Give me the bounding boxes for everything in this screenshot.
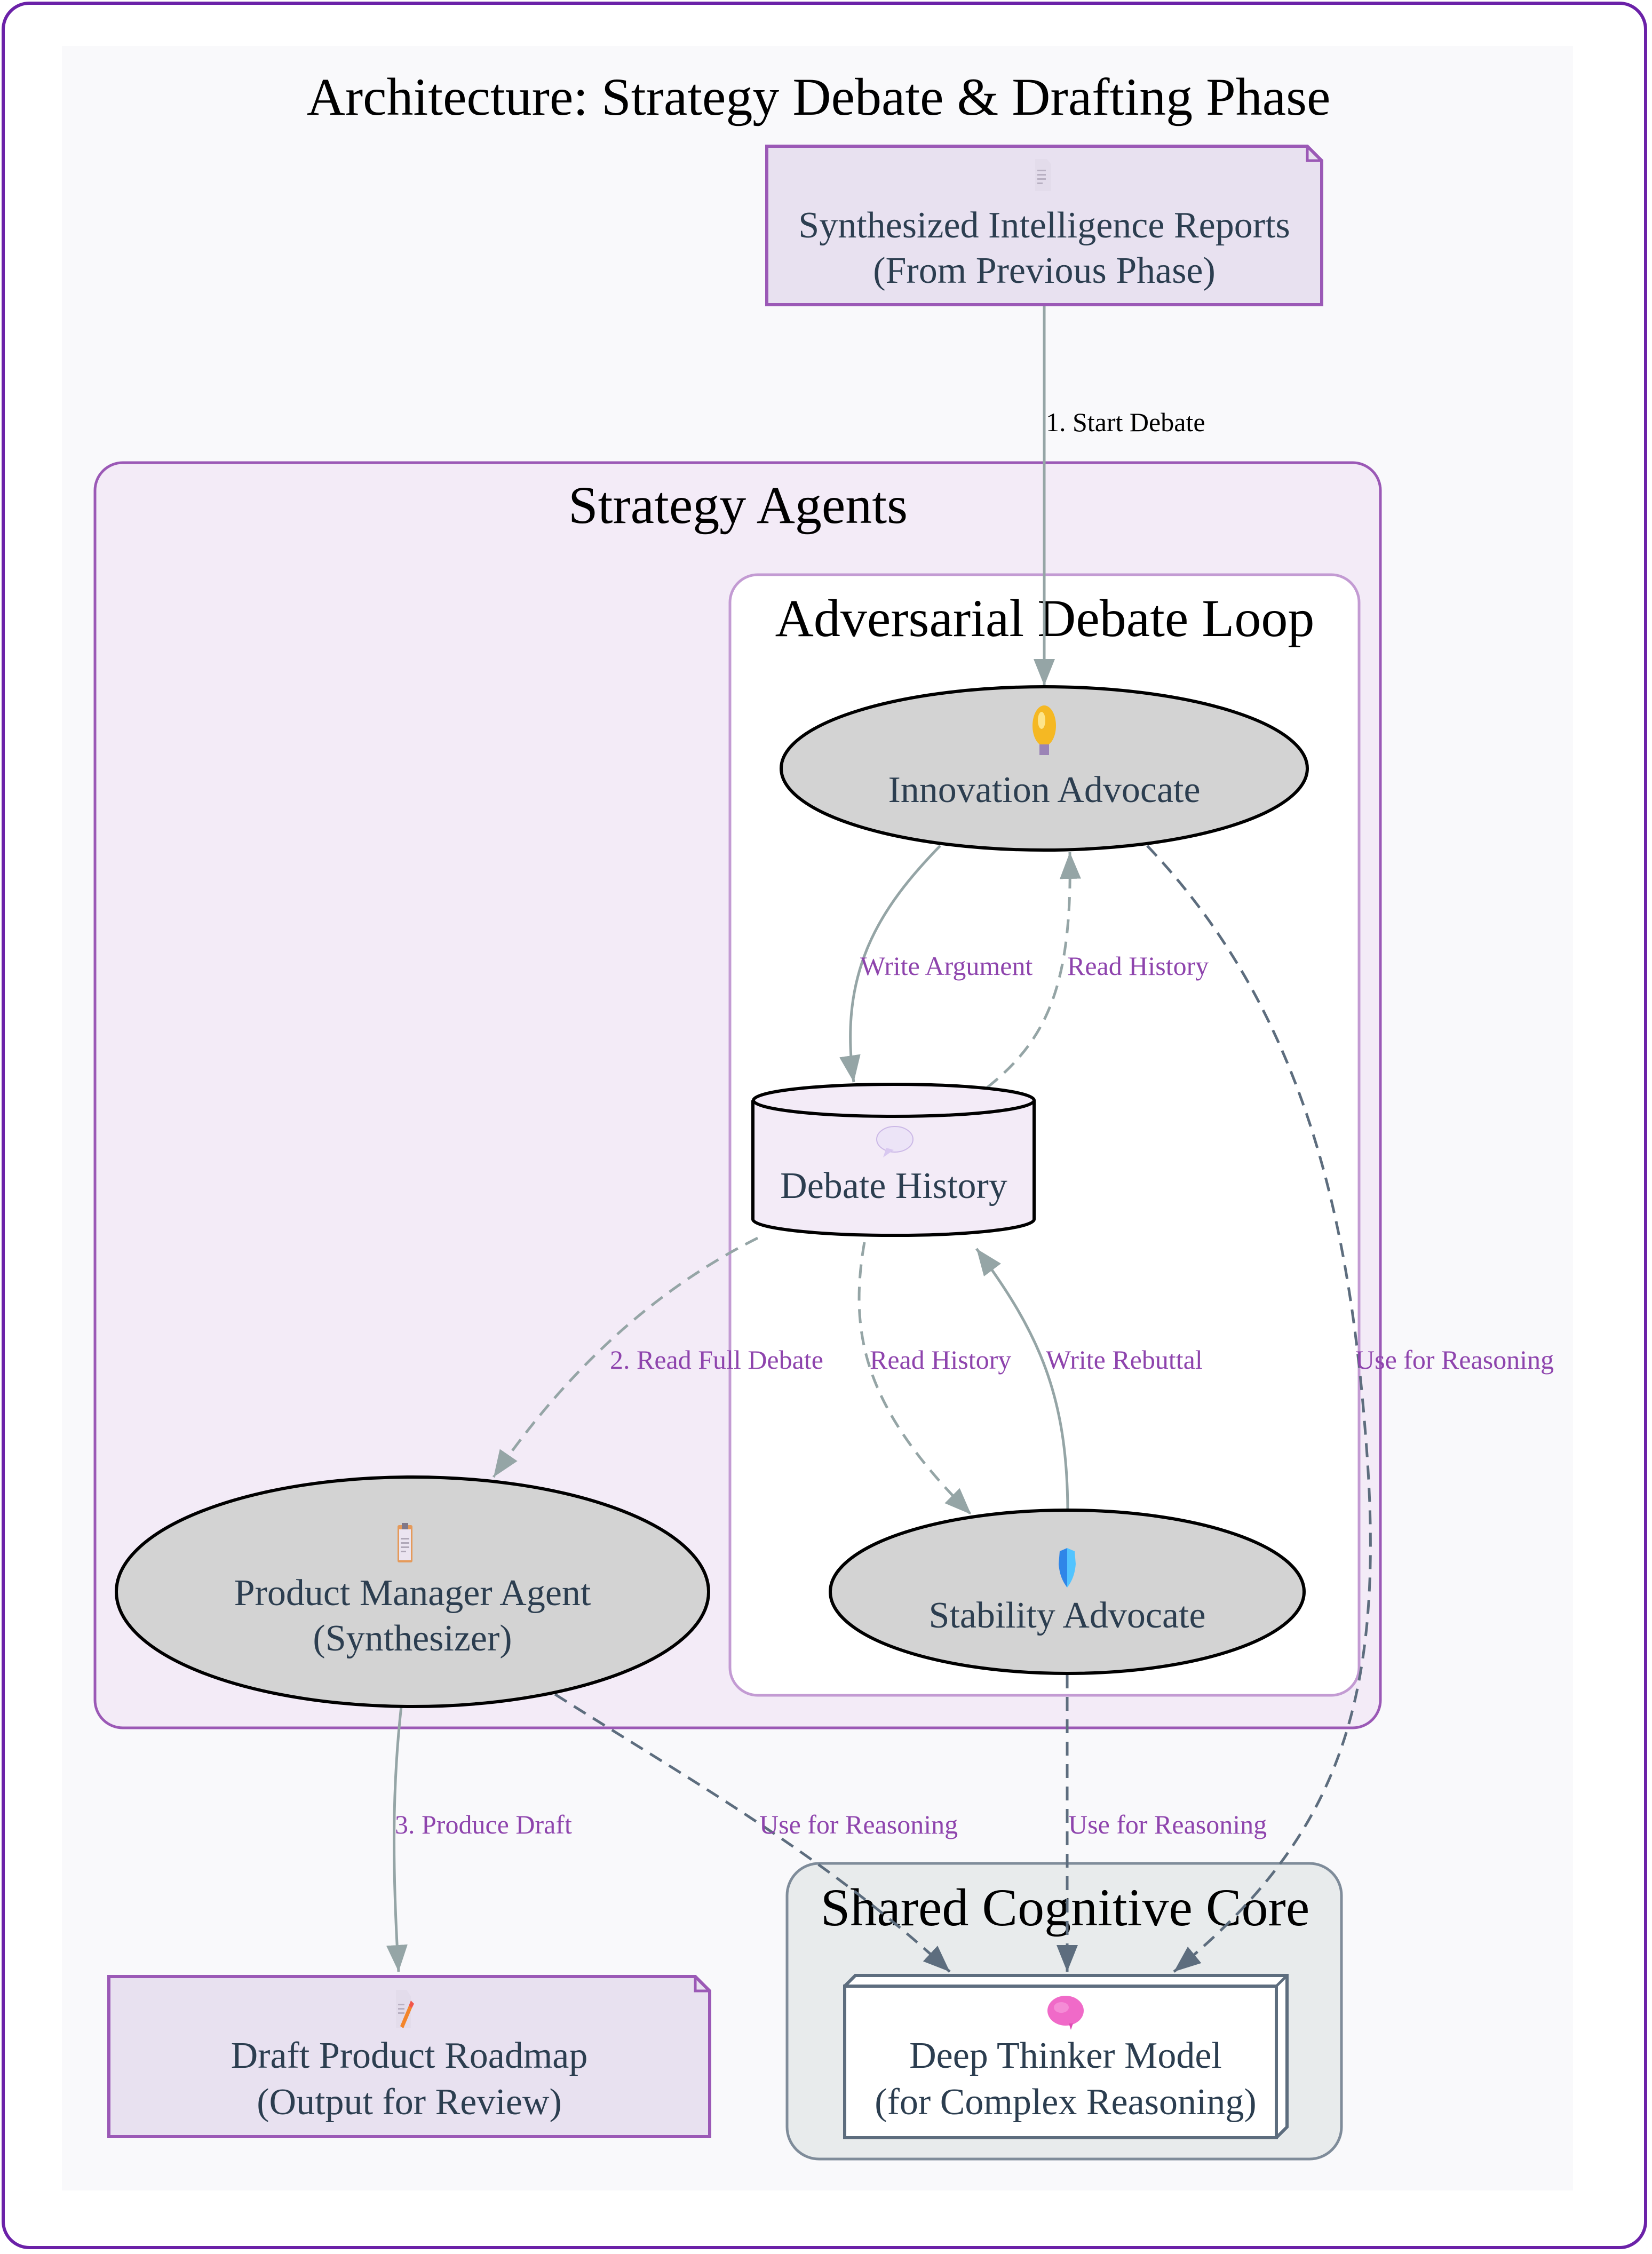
document-icon	[1035, 159, 1051, 191]
node-innovation-advocate-label: Innovation Advocate	[888, 769, 1200, 811]
edge-label-read-history-stability: Read History	[870, 1345, 1011, 1375]
node-synthesized-reports-line1: Synthesized Intelligence Reports	[798, 205, 1290, 246]
node-innovation-advocate[interactable]: Innovation Advocate	[780, 685, 1309, 852]
node-stability-advocate[interactable]: Stability Advocate	[829, 1509, 1306, 1675]
memo-icon	[396, 1990, 414, 2028]
edge-use-reasoning-pm[interactable]	[554, 1693, 951, 1973]
edge-write-argument[interactable]	[839, 845, 941, 1083]
node-synthesized-reports-line2: (From Previous Phase)	[873, 250, 1216, 291]
edge-label-use-reasoning-stability: Use for Reasoning	[1068, 1809, 1267, 1839]
node-deep-thinker-model-line2: (for Complex Reasoning)	[875, 2082, 1256, 2123]
cluster-strategy-agents-label: Strategy Agents	[568, 475, 908, 535]
node-stability-advocate-label: Stability Advocate	[928, 1595, 1205, 1636]
brain-icon	[1047, 1996, 1084, 2030]
node-debate-history[interactable]: Debate History	[751, 1083, 1036, 1237]
clipboard-icon	[398, 1523, 412, 1562]
edge-label-read-full-debate: 2. Read Full Debate	[610, 1345, 823, 1375]
edge-label-write-rebuttal: Write Rebuttal	[1046, 1345, 1203, 1375]
node-deep-thinker-model-line1: Deep Thinker Model	[909, 2035, 1222, 2076]
edge-label-produce-draft: 3. Produce Draft	[395, 1809, 572, 1839]
edge-write-rebuttal[interactable]	[975, 1248, 1069, 1511]
node-synthesized-reports[interactable]: Synthesized Intelligence Reports (From P…	[765, 145, 1323, 306]
edge-produce-draft[interactable]	[386, 1706, 408, 1972]
edge-label-write-argument: Write Argument	[860, 951, 1032, 981]
edge-labels: 1. Start Debate Write Argument Read Hist…	[395, 407, 1554, 1839]
edge-label-use-reasoning-pm: Use for Reasoning	[759, 1809, 958, 1839]
node-draft-product-roadmap-line2: (Output for Review)	[257, 2082, 562, 2123]
edge-label-read-history-innovation: Read History	[1067, 951, 1209, 981]
node-deep-thinker-model[interactable]: Deep Thinker Model (for Complex Reasonin…	[843, 1974, 1289, 2139]
edge-read-history-stability[interactable]	[857, 1242, 972, 1515]
speech-bubble-icon	[876, 1126, 914, 1157]
node-product-manager-agent[interactable]: Product Manager Agent (Synthesizer)	[115, 1475, 710, 1708]
node-draft-product-roadmap-line1: Draft Product Roadmap	[231, 2035, 588, 2076]
edge-read-history-innovation[interactable]	[986, 852, 1081, 1089]
edge-label-use-reasoning-innovation: Use for Reasoning	[1355, 1345, 1554, 1375]
edge-label-start-debate: 1. Start Debate	[1046, 407, 1205, 437]
node-product-manager-agent-line1: Product Manager Agent	[234, 1573, 591, 1614]
edge-read-full-debate[interactable]	[492, 1236, 759, 1478]
lightbulb-icon	[1032, 705, 1056, 755]
node-debate-history-label: Debate History	[780, 1165, 1007, 1207]
edges	[386, 306, 1372, 1973]
edge-use-reasoning-innovation[interactable]	[1146, 845, 1372, 1973]
cluster-shared-cognitive-core-label: Shared Cognitive Core	[821, 1878, 1310, 1937]
node-product-manager-agent-line2: (Synthesizer)	[313, 1618, 512, 1659]
diagram-title: Architecture: Strategy Debate & Drafting…	[307, 67, 1331, 126]
node-draft-product-roadmap[interactable]: Draft Product Roadmap (Output for Review…	[107, 1975, 711, 2138]
shield-icon	[1059, 1548, 1076, 1588]
